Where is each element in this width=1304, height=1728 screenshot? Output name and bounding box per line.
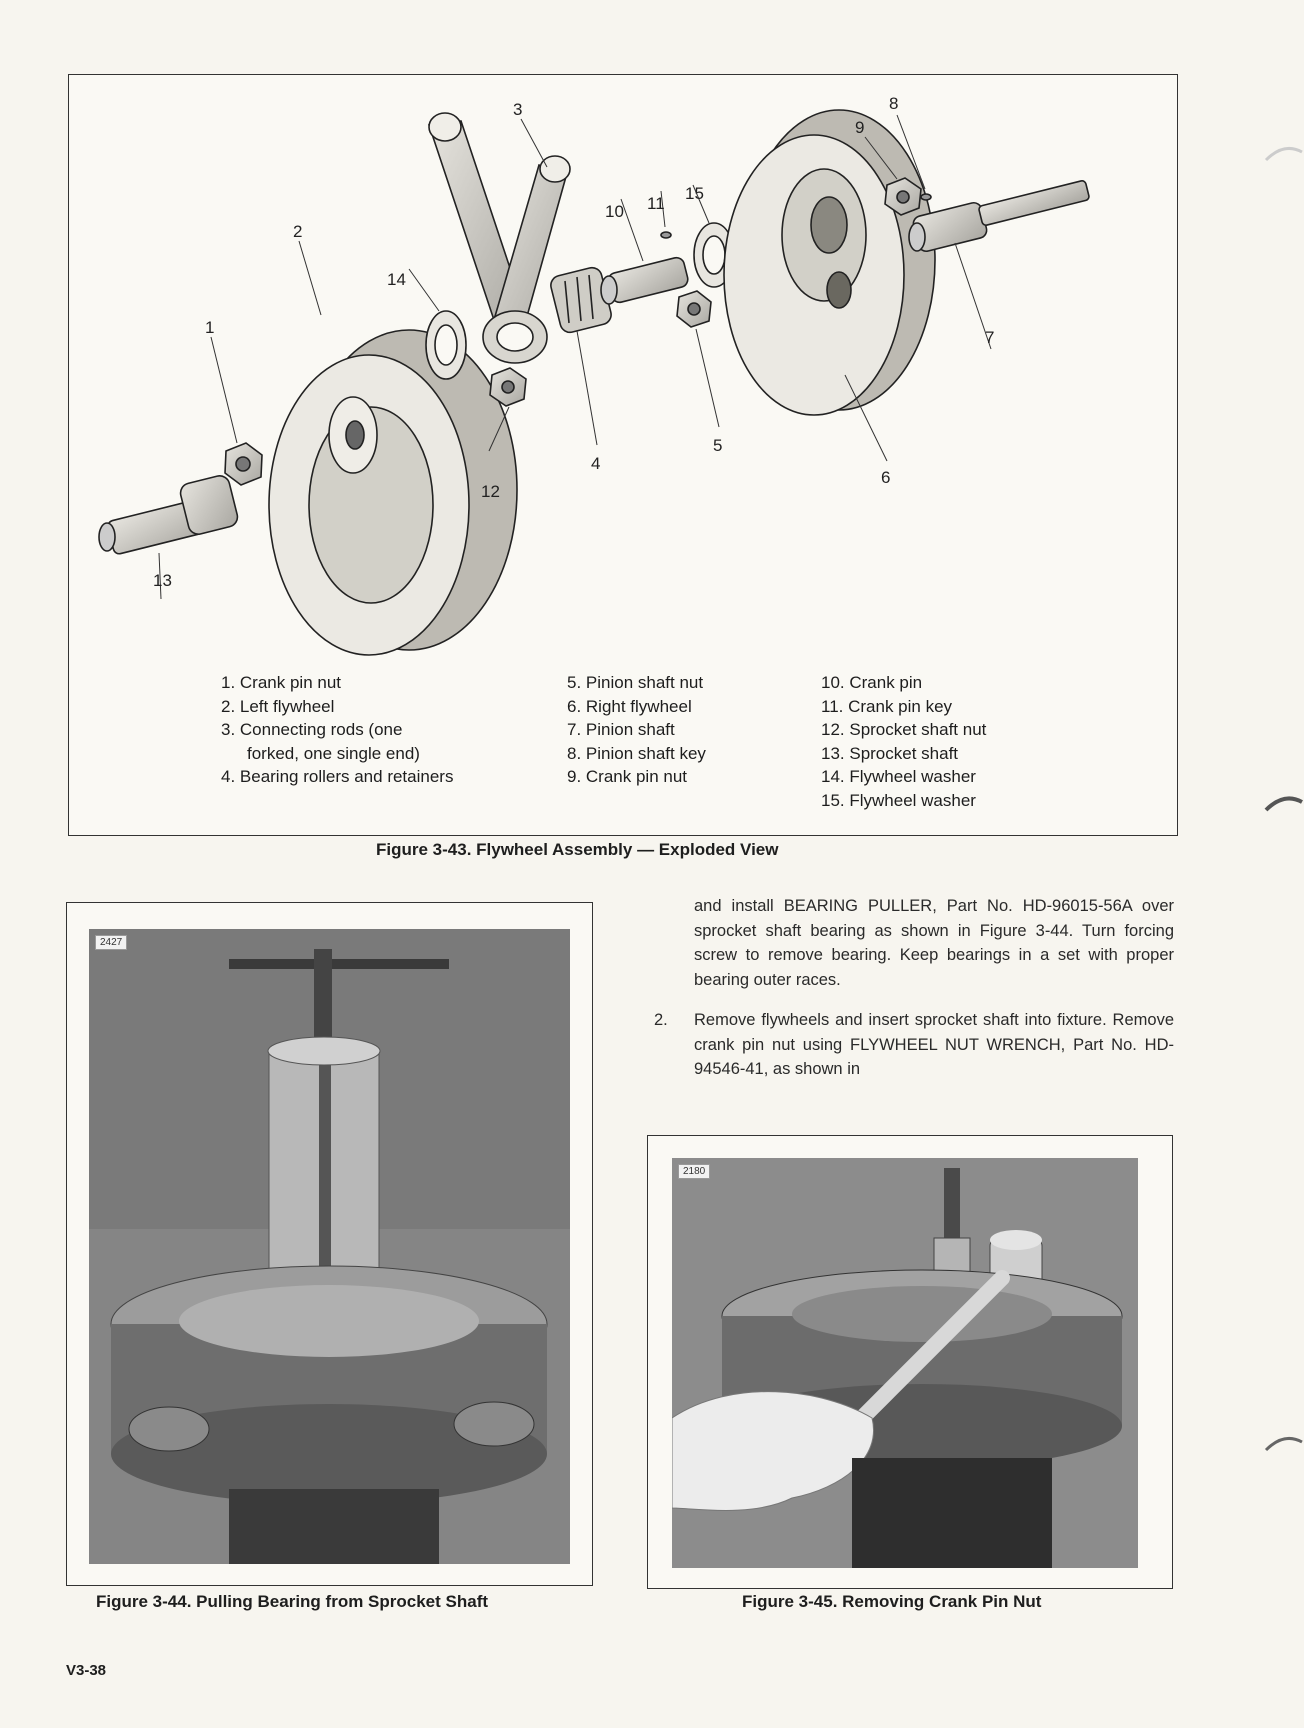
- figure-3-45-frame: 2180: [647, 1135, 1173, 1589]
- crank-pin-nut-photo: [672, 1158, 1138, 1568]
- legend-column-3: 10. Crank pin 11. Crank pin key 12. Spro…: [821, 671, 986, 812]
- callout-5: 5: [713, 436, 722, 455]
- callout-1: 1: [205, 318, 214, 337]
- callout-6: 6: [881, 468, 890, 487]
- body-text: and install BEARING PULLER, Part No. HD-…: [654, 894, 1174, 1098]
- legend-item: 8. Pinion shaft key: [567, 743, 706, 763]
- callout-9: 9: [855, 118, 864, 137]
- bearing-puller-photo: [89, 929, 570, 1564]
- callout-3: 3: [513, 100, 522, 119]
- callout-12: 12: [481, 482, 500, 501]
- callout-11: 11: [647, 194, 665, 213]
- figure-3-44-frame: 2427: [66, 902, 593, 1586]
- bearing-rollers-drawing: [550, 266, 612, 334]
- callout-13: 13: [153, 571, 172, 590]
- pinion-shaft-drawing: [908, 180, 1090, 253]
- callout-2: 2: [293, 222, 302, 241]
- photo-number-badge: 2180: [678, 1164, 711, 1179]
- legend-item: 15. Flywheel washer: [821, 790, 976, 810]
- step-number: 2.: [654, 1011, 668, 1029]
- legend-item: 12. Sprocket shaft nut: [821, 720, 987, 739]
- binder-hole-mark: [1264, 1436, 1303, 1452]
- figure-3-45-caption: Figure 3-45. Removing Crank Pin Nut: [742, 1592, 1042, 1611]
- step-2: 2. Remove flywheels and insert sprocket …: [654, 1008, 1174, 1082]
- exploded-view-illustration: 1 2 3 4 5 6 7 8 9 10 11 15 12 13 14: [98, 94, 1090, 656]
- left-flywheel-drawing: [268, 329, 518, 656]
- legend-item: 10. Crank pin: [821, 673, 923, 692]
- binder-hole-mark: [1264, 146, 1303, 162]
- photo-number-badge: 2427: [95, 935, 128, 950]
- callout-15: 15: [685, 184, 704, 203]
- legend-item: 13. Sprocket shaft: [821, 743, 959, 763]
- legend-item: 7. Pinion shaft: [567, 720, 675, 739]
- legend-item: 5. Pinion shaft nut: [567, 673, 704, 692]
- figure-3-44-caption: Figure 3-44. Pulling Bearing from Sprock…: [96, 1592, 489, 1611]
- pinion-shaft-key-drawing: [920, 193, 932, 201]
- connecting-rods-drawing: [427, 112, 571, 364]
- legend-item: 11. Crank pin key: [821, 696, 953, 716]
- callout-7: 7: [985, 328, 994, 347]
- crank-pin-key-drawing: [660, 231, 672, 239]
- sprocket-shaft-drawing: [98, 475, 239, 555]
- page-number: V3-38: [66, 1662, 107, 1679]
- legend-item: 9. Crank pin nut: [567, 767, 688, 786]
- legend-item: 4. Bearing rollers and retainers: [221, 767, 454, 786]
- figure-3-43-caption: Figure 3-43. Flywheel Assembly — Explode…: [376, 840, 779, 859]
- crank-pin-drawing: [600, 256, 689, 305]
- legend-item: 1. Crank pin nut: [221, 673, 342, 692]
- legend-column-2: 5. Pinion shaft nut 6. Right flywheel 7.…: [567, 671, 706, 789]
- callout-10: 10: [605, 202, 624, 221]
- legend-item: 2. Left flywheel: [221, 696, 335, 716]
- legend-item: 14. Flywheel washer: [821, 767, 976, 786]
- right-flywheel-drawing: [723, 109, 936, 416]
- figure-3-43-frame: 1 2 3 4 5 6 7 8 9 10 11 15 12 13 14 1. C…: [68, 74, 1178, 836]
- binder-hole-mark: [1264, 796, 1303, 812]
- callout-14: 14: [387, 270, 406, 289]
- callout-4: 4: [591, 454, 600, 473]
- step-text: Remove flywheels and insert sprocket sha…: [694, 1011, 1174, 1078]
- legend-item: 6. Right flywheel: [567, 696, 692, 716]
- paragraph: and install BEARING PULLER, Part No. HD-…: [694, 897, 1174, 989]
- legend-column-1: 1. Crank pin nut 2. Left flywheel 3. Con…: [221, 671, 453, 789]
- callout-8: 8: [889, 94, 898, 113]
- legend-item: 3. Connecting rods (one: [221, 720, 403, 739]
- legend-item: forked, one single end): [247, 743, 420, 763]
